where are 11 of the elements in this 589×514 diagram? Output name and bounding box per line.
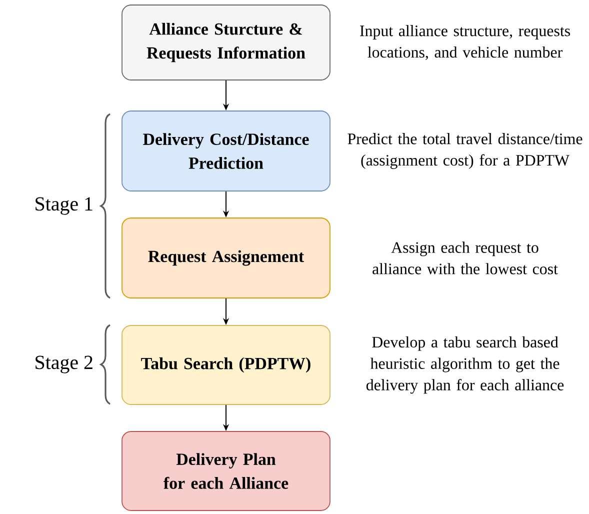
description-text: Input alliance structure, requests locations, and vehicle number [360, 25, 570, 60]
description-text: Assign each request to alliance with the lowest cost [372, 242, 558, 274]
process-box: Tabu Search (PDPTW) [122, 325, 330, 405]
process-box: Delivery Cost/Distance Prediction [122, 110, 330, 192]
stage-label: Stage 2 [36, 356, 92, 374]
stage-label: Stage 1 [36, 197, 92, 215]
description-text: Develop a tabu search based heuristic algorithm to get the delivery plan for each alliance [366, 336, 564, 394]
process-box: Delivery Plan for each Alliance [122, 431, 330, 511]
description-text: Predict the total travel distance/time (assignment cost) for a PDPTW [348, 133, 582, 169]
process-box: Request Assignement [122, 218, 330, 298]
process-box: Alliance Sturcture & Requests Information [122, 4, 330, 80]
